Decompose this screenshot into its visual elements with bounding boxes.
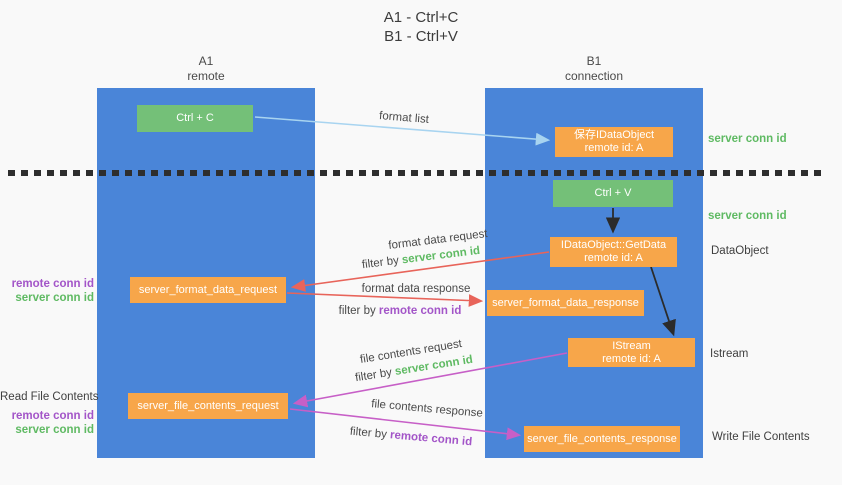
server-file-contents-request-box: server_file_contents_request: [128, 393, 288, 419]
right-dataobject-label: DataObject: [711, 245, 769, 257]
ctrl-c-box: Ctrl + C: [137, 105, 253, 132]
filter-by-prefix: filter by: [338, 305, 379, 317]
filter-by-prefix: filter by: [354, 366, 396, 385]
lane-b1-subtitle: connection: [564, 69, 624, 83]
lane-header-b1: B1 connection: [485, 54, 703, 84]
save-idataobject-label: 保存IDataObject remote id: A: [574, 129, 654, 155]
getdata-label: IDataObject::GetData remote id: A: [561, 239, 666, 265]
server-file-contents-request-label: server_file_contents_request: [137, 399, 279, 412]
title-line-1: A1 - Ctrl+C: [383, 9, 459, 26]
remote-conn-id-key: remote conn id: [389, 429, 473, 449]
file-contents-response-filter-label: filter by remote conn id: [349, 426, 472, 449]
filter-by-prefix: filter by: [361, 254, 403, 272]
getdata-box: IDataObject::GetData remote id: A: [550, 237, 677, 267]
getdata-line2: remote id: A: [584, 252, 643, 264]
server-file-contents-response-box: server_file_contents_response: [524, 426, 680, 452]
left-server-conn-id-bottom: server conn id: [15, 424, 94, 436]
title-line-2: B1 - Ctrl+V: [384, 28, 458, 45]
file-contents-response-label: file contents response: [370, 398, 484, 420]
right-write-file-contents-label: Write File Contents: [712, 431, 810, 443]
lane-a1-subtitle: remote: [187, 69, 225, 83]
filter-by-prefix: filter by: [349, 425, 391, 442]
format-data-response-label: format data response: [361, 283, 471, 295]
format-data-response-filter-label: filter by remote conn id: [339, 305, 462, 317]
ctrl-c-label: Ctrl + C: [176, 112, 214, 124]
remote-conn-id-key: remote conn id: [378, 305, 462, 317]
lane-b1-title: B1: [586, 54, 602, 68]
dotted-separator-line: [8, 170, 826, 176]
save-idataobject-line1: 保存IDataObject: [573, 129, 655, 141]
save-idataobject-box: 保存IDataObject remote id: A: [555, 127, 673, 157]
ctrl-v-label: Ctrl + V: [594, 187, 632, 199]
istream-line2: remote id: A: [602, 352, 661, 365]
right-istream-label: Istream: [710, 348, 749, 360]
format-list-label: format list: [378, 110, 430, 126]
server-file-contents-response-label: server_file_contents_response: [527, 432, 677, 445]
right-server-conn-id-mid: server conn id: [708, 210, 787, 222]
istream-label: IStream remote id: A: [602, 340, 661, 366]
left-remote-conn-id-bottom: remote conn id: [11, 410, 94, 422]
left-remote-conn-id-top: remote conn id: [11, 278, 94, 290]
server-format-data-request-label: server_format_data_request: [138, 283, 278, 296]
lane-header-a1: A1 remote: [97, 54, 315, 84]
getdata-line1: IDataObject::GetData: [560, 239, 667, 251]
save-idataobject-line2: remote id: A: [584, 142, 644, 154]
right-server-conn-id-top: server conn id: [708, 133, 787, 145]
ctrl-v-box: Ctrl + V: [553, 180, 673, 207]
format-data-request-filter-label: filter by server conn id: [361, 245, 480, 271]
left-read-file-contents-label: Read File Contents: [0, 391, 99, 403]
lane-a1-title: A1: [198, 54, 214, 68]
diagram-title: A1 - Ctrl+C B1 - Ctrl+V: [0, 8, 842, 46]
server-format-data-request-box: server_format_data_request: [130, 277, 286, 303]
left-server-conn-id-top: server conn id: [15, 292, 94, 304]
istream-box: IStream remote id: A: [568, 338, 695, 367]
istream-line1: IStream: [612, 339, 651, 352]
server-format-data-response-label: server_format_data_response: [492, 296, 639, 309]
server-format-data-response-box: server_format_data_response: [487, 290, 644, 316]
